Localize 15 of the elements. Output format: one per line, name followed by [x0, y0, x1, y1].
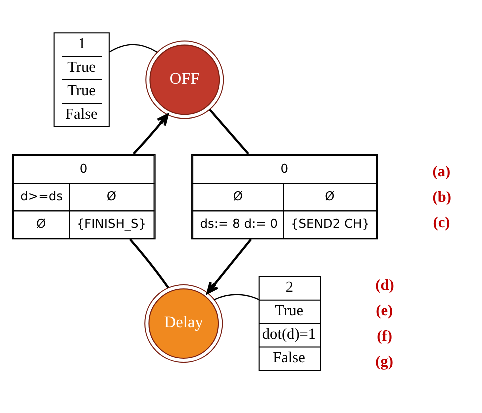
connector: [109, 44, 158, 52]
label: (b): [432, 188, 452, 206]
arrow: [206, 238, 252, 294]
label: (g): [376, 353, 394, 370]
arrow: [133, 113, 169, 154]
label: (c): [433, 214, 450, 231]
connector: [129, 238, 170, 288]
connector: [209, 108, 250, 154]
label: (d): [376, 276, 394, 294]
label: (f): [377, 328, 392, 345]
connector: [214, 294, 260, 300]
label: (a): [432, 162, 451, 180]
node-circle: Delay: [144, 284, 224, 363]
node-circle: OFF: [146, 40, 224, 119]
label: (e): [376, 302, 394, 320]
